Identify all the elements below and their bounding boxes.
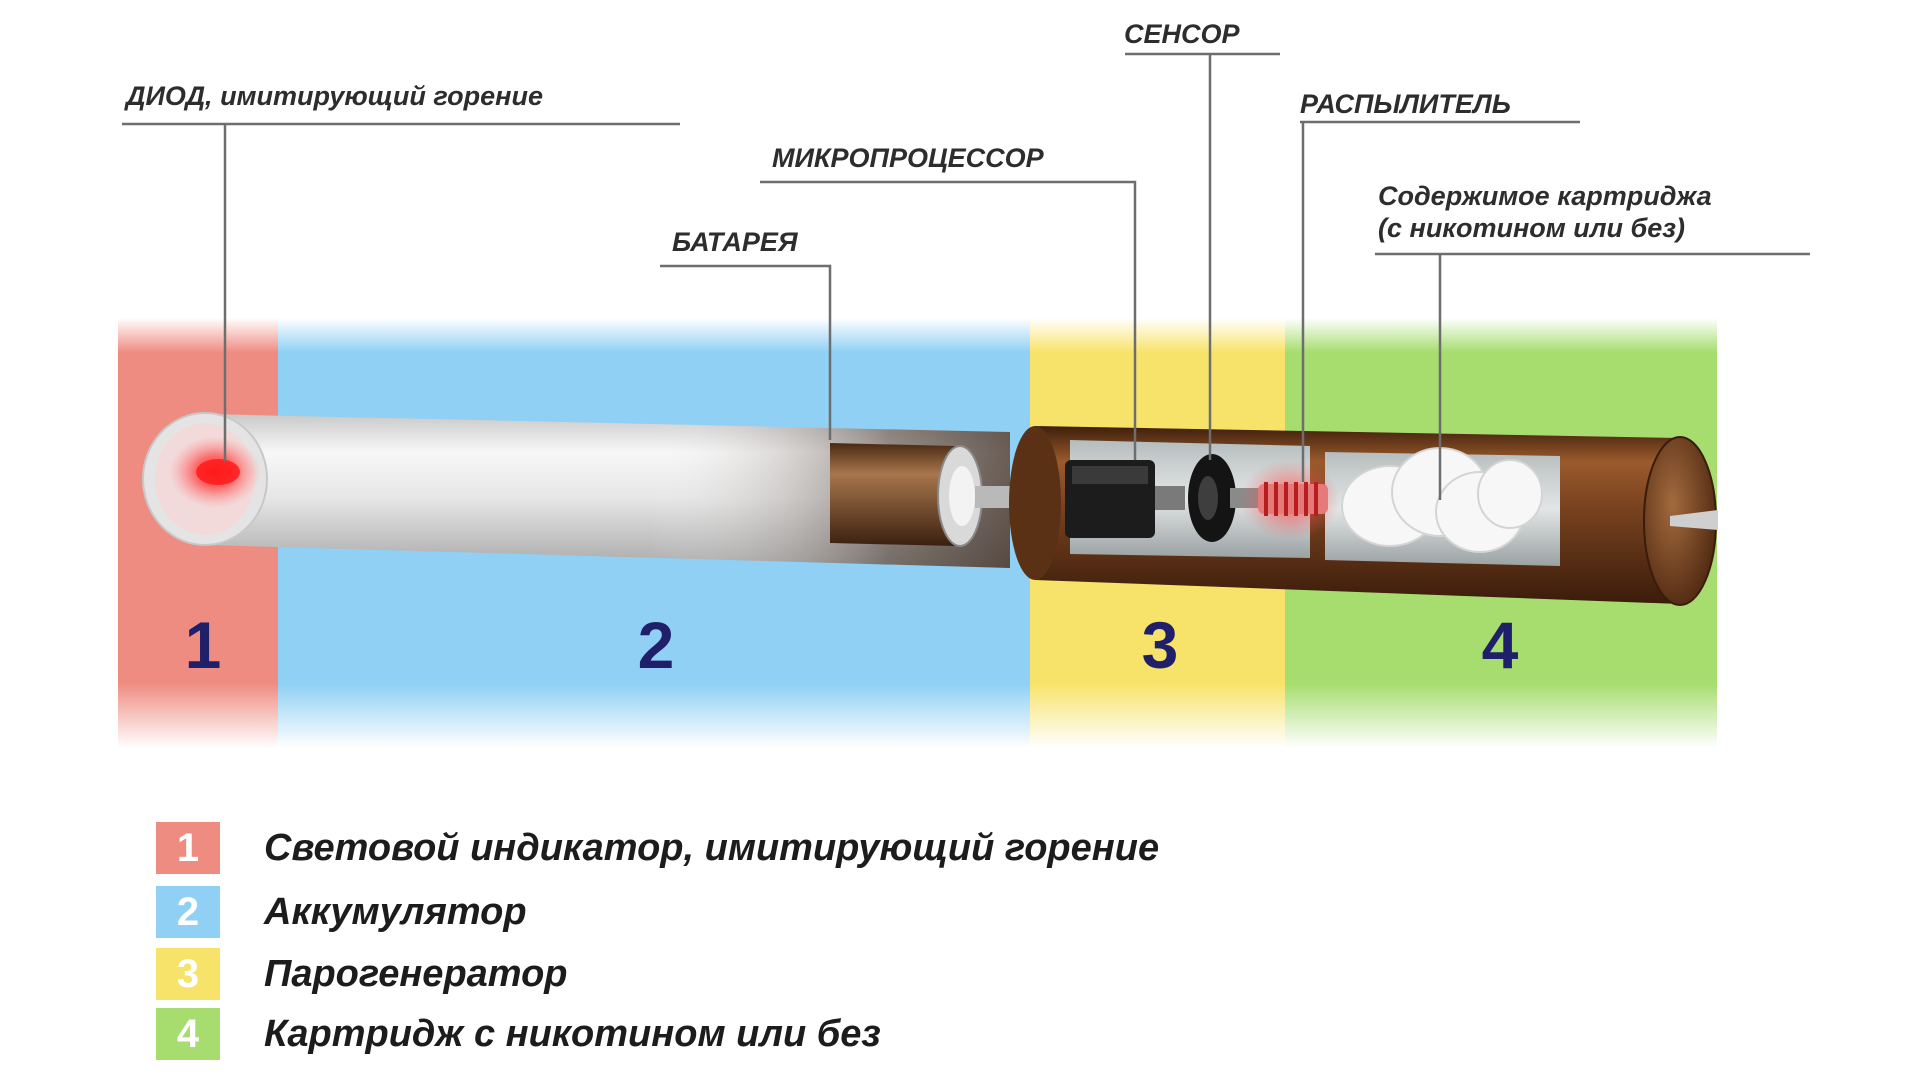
legend-item-2: 2 Аккумулятор [156,884,527,940]
battery-cell [830,443,1020,547]
atomizer-coil [1240,460,1340,540]
zone-number-2: 2 [637,608,675,682]
legend-swatch-4: 4 [156,1008,220,1060]
microprocessor-chip [1065,460,1185,538]
legend-item-4: 4 Картридж с никотином или без [156,1006,881,1062]
label-atomizer: РАСПЫЛИТЕЛЬ [1300,89,1511,119]
zone-number-1: 1 [184,608,222,682]
label-microprocessor: МИКРОПРОЦЕССОР [772,143,1044,173]
legend-swatch-2: 2 [156,886,220,938]
label-battery: БАТАРЕЯ [672,227,798,257]
white-tube [142,412,1010,568]
leader-line-microprocessor [760,180,1137,460]
legend-label-3: Парогенератор [264,952,568,995]
legend-item-3: 3 Парогенератор [156,946,568,1002]
legend-label-1: Световой индикатор, имитирующий горение [264,826,1160,869]
label-sensor: СЕНСОР [1124,19,1240,49]
zone-number-4: 4 [1481,608,1519,682]
legend-label-2: Аккумулятор [264,890,527,933]
legend-swatch-1: 1 [156,822,220,874]
label-cartridge-contents: Содержимое картриджа (с никотином или бе… [1378,181,1712,243]
legend-swatch-3: 3 [156,948,220,1000]
label-diode: ДИОД, имитирующий горение [126,81,543,111]
legend-label-4: Картридж с никотином или без [264,1012,881,1055]
leader-line-battery [660,264,832,440]
legend-item-1: 1 Световой индикатор, имитирующий горени… [156,820,1159,876]
leader-lines [122,52,1810,500]
zone-number-3: 3 [1141,608,1179,682]
